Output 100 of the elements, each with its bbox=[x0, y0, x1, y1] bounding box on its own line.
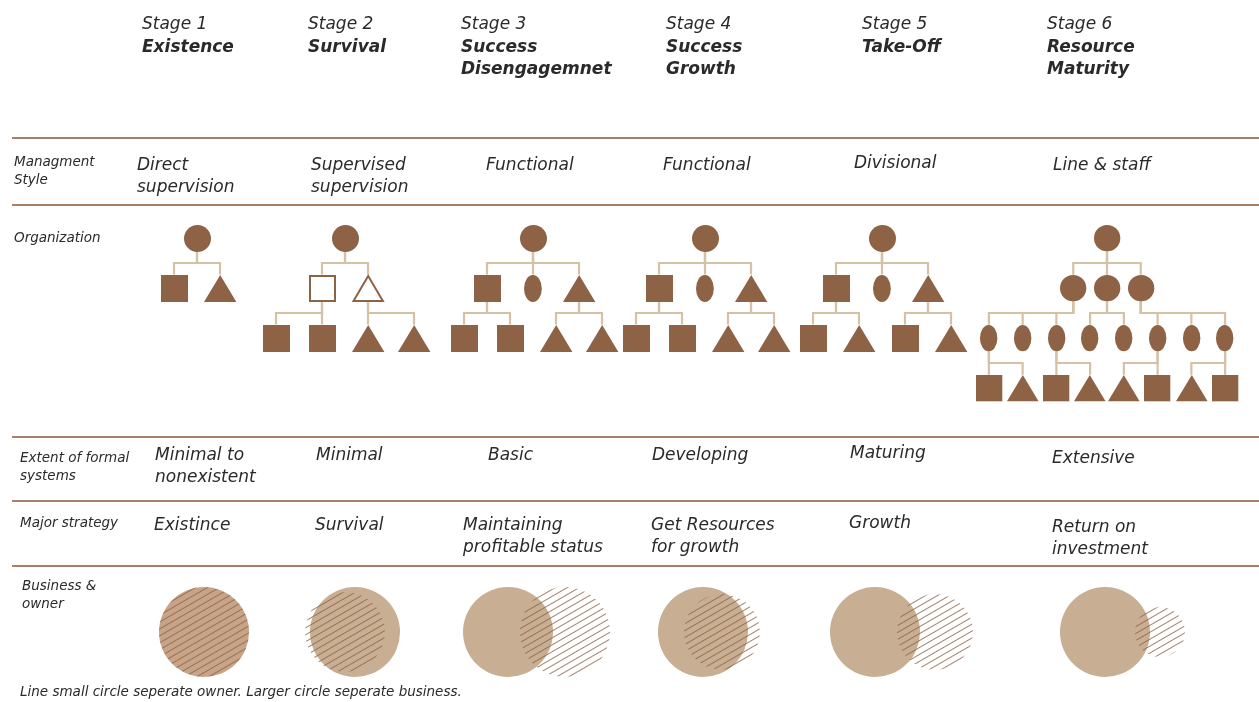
triangle-node bbox=[351, 324, 385, 352]
table-cell-text: Survival bbox=[315, 513, 385, 536]
stage-number: Stage 5 bbox=[862, 12, 929, 35]
table-cell-text: Minimal bbox=[316, 443, 384, 466]
oval-node bbox=[1081, 324, 1099, 352]
oval-node bbox=[696, 274, 714, 302]
oval-node bbox=[1148, 324, 1167, 352]
triangle-node bbox=[1175, 374, 1208, 402]
table-cell-text: Line & staff bbox=[1053, 153, 1154, 176]
triangle-node bbox=[1108, 374, 1140, 402]
connector-line bbox=[320, 301, 324, 325]
table-cell-text: Get Resources for growth bbox=[651, 513, 776, 558]
caption: Line small circle seperate owner. Larger circle seperate business. bbox=[20, 683, 462, 701]
connector-line bbox=[1139, 301, 1227, 325]
hollow-triangle-node bbox=[351, 274, 385, 302]
triangle-node bbox=[397, 324, 431, 352]
stage-number: Stage 1 bbox=[142, 12, 209, 35]
oval-node bbox=[1182, 324, 1201, 352]
square-node bbox=[308, 324, 336, 352]
table-cell-text: Basic bbox=[488, 443, 534, 466]
stage-number: Stage 4 bbox=[666, 12, 733, 35]
table-cell-text: Supervised supervision bbox=[311, 153, 410, 198]
table-cell-text: Direct supervision bbox=[137, 153, 236, 198]
oval-node bbox=[873, 274, 891, 302]
connector-line bbox=[1055, 351, 1092, 375]
stage-name: Success Growth bbox=[666, 35, 744, 80]
connector-line bbox=[1105, 301, 1125, 325]
row-header: Organization bbox=[14, 229, 102, 247]
connector-line bbox=[1105, 251, 1142, 275]
table-cell-text: Maturing bbox=[850, 441, 927, 464]
table-cell-text: Maintaining profitable status bbox=[463, 513, 604, 558]
circle-node bbox=[1060, 274, 1087, 302]
circle-node bbox=[691, 224, 719, 252]
connector-line bbox=[987, 351, 1024, 375]
row-header: Extent of formal systems bbox=[20, 449, 131, 485]
triangle-node bbox=[911, 274, 945, 302]
triangle-node bbox=[842, 324, 876, 352]
triangle-node bbox=[1006, 374, 1039, 402]
square-node bbox=[473, 274, 501, 302]
triangle-node bbox=[757, 324, 791, 352]
square-node bbox=[496, 324, 524, 352]
connector-line bbox=[531, 251, 581, 275]
table-cell-text: Minimal to nonexistent bbox=[155, 443, 257, 488]
oval-node bbox=[524, 274, 542, 302]
table-cell-text: Extensive bbox=[1052, 446, 1136, 469]
triangle-node bbox=[1074, 374, 1106, 402]
connector-line bbox=[195, 251, 222, 275]
triangle-node bbox=[539, 324, 573, 352]
connector-line bbox=[703, 251, 753, 275]
connector-line bbox=[343, 251, 370, 275]
table-cell-text: Functional bbox=[663, 153, 752, 176]
row-header: Managment Style bbox=[14, 153, 96, 189]
circle-node bbox=[331, 224, 359, 252]
stage-name: Take-Off bbox=[862, 35, 944, 58]
oval-node bbox=[1047, 324, 1066, 352]
circle-node bbox=[1093, 274, 1121, 302]
connector-line bbox=[1156, 351, 1159, 375]
stage-name: Resource Maturity bbox=[1047, 35, 1136, 80]
table-cell-text: Existince bbox=[154, 513, 232, 536]
oval-node bbox=[1013, 324, 1032, 352]
table-cell-text: Functional bbox=[486, 153, 575, 176]
table-cell-text: Growth bbox=[849, 511, 912, 534]
square-node bbox=[1043, 374, 1070, 402]
connector-line bbox=[485, 301, 512, 325]
circle-node bbox=[183, 224, 211, 252]
square-node bbox=[450, 324, 478, 352]
row-header: Major strategy bbox=[20, 514, 120, 532]
square-node bbox=[1144, 374, 1171, 402]
square-node bbox=[975, 374, 1002, 402]
stage-number: Stage 2 bbox=[308, 12, 375, 35]
circle-node bbox=[519, 224, 547, 252]
connector-line bbox=[926, 301, 953, 325]
triangle-node bbox=[562, 274, 596, 302]
connector-line bbox=[1224, 351, 1227, 375]
triangle-node bbox=[711, 324, 745, 352]
stage-number: Stage 3 bbox=[461, 12, 528, 35]
triangle-node bbox=[585, 324, 619, 352]
square-node bbox=[262, 324, 290, 352]
triangle-node bbox=[203, 274, 237, 302]
stage-number: Stage 6 bbox=[1047, 12, 1114, 35]
oval-node bbox=[1216, 324, 1234, 352]
row-header: Business & owner bbox=[22, 577, 98, 613]
circle-node bbox=[868, 224, 896, 252]
oval-node bbox=[980, 324, 998, 352]
connector-line bbox=[749, 301, 776, 325]
circle-node bbox=[1127, 274, 1154, 302]
connector-line bbox=[880, 251, 930, 275]
hollow-square-node bbox=[308, 274, 336, 302]
oval-node bbox=[1115, 324, 1133, 352]
table-cell-text: Return on investment bbox=[1052, 515, 1150, 560]
circle-node bbox=[1093, 224, 1121, 252]
connector-line bbox=[577, 301, 604, 325]
square-node bbox=[799, 324, 827, 352]
connector-line bbox=[834, 301, 861, 325]
square-node bbox=[622, 324, 650, 352]
table-cell-text: Divisional bbox=[854, 151, 938, 174]
stage-name: Success Disengagemnet bbox=[461, 35, 611, 80]
square-node bbox=[645, 274, 673, 302]
square-node bbox=[668, 324, 696, 352]
stage-name: Survival bbox=[308, 35, 388, 58]
